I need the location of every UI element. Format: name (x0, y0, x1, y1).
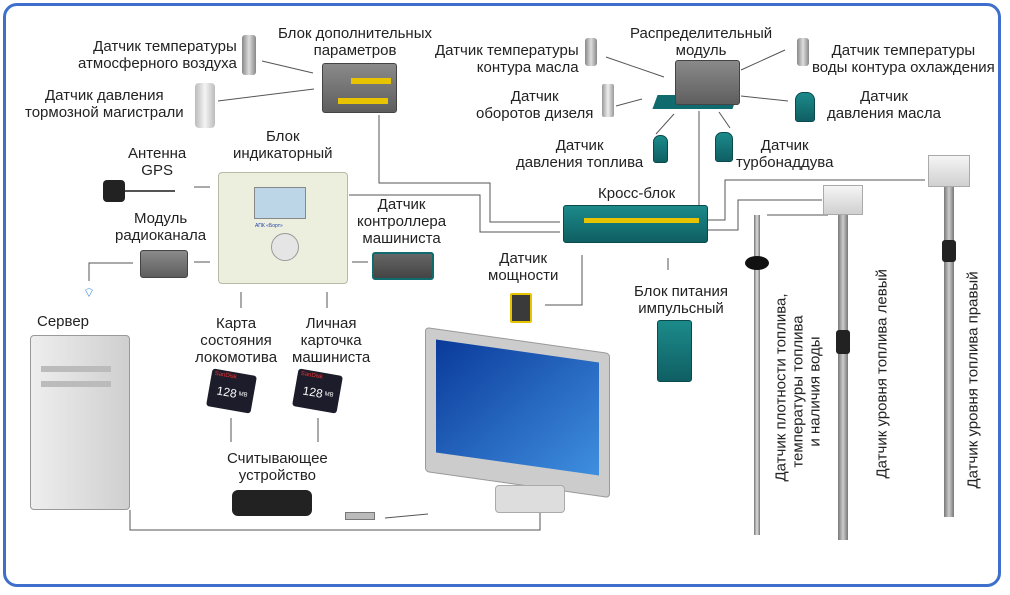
diagram-frame (3, 3, 1001, 587)
air-temp-sensor (242, 35, 256, 75)
wireless-icon: ⌔ (82, 285, 96, 300)
oil-temp-sensor (585, 38, 597, 66)
diesel-rpm-sensor (602, 84, 614, 117)
oil-pressure-sensor (795, 92, 815, 122)
wire (740, 95, 789, 102)
density-sensor-flange (745, 256, 769, 270)
label-level-right: Датчик уровня топлива правый (964, 271, 982, 489)
indicator-brand: АПК «Борт» (255, 223, 283, 229)
usb-plug (345, 512, 375, 520)
level-right-float (942, 240, 956, 262)
indicator-screen (254, 187, 306, 219)
label-density-sensor: Датчик плотности топлива,температуры топ… (772, 293, 824, 482)
indicator-block-device: АПК «Борт» (218, 172, 348, 284)
loco-state-card: SanDisk 128 MB (206, 368, 257, 414)
coolant-temp-sensor (797, 38, 809, 66)
monitor-stand (495, 485, 565, 513)
gps-antenna-device (103, 180, 125, 202)
level-left-float (836, 330, 850, 354)
monitor-device (425, 326, 610, 499)
driver-personal-card: SanDisk 128 MB (292, 368, 343, 414)
fuel-pressure-sensor (653, 135, 668, 163)
turbo-sensor (715, 132, 733, 162)
wire (349, 194, 560, 233)
wire (378, 115, 560, 223)
power-sensor-device (510, 293, 532, 323)
radio-module-device (140, 250, 188, 278)
label-server: Сервер (37, 313, 90, 330)
direction-pad (271, 233, 299, 261)
cross-block-device (563, 205, 708, 243)
wire (615, 98, 643, 107)
level-right-rod (944, 187, 954, 517)
power-supply-device (657, 320, 692, 382)
label-level-left: Датчик уровня топлива левый (873, 269, 891, 479)
sd-capacity: 128 (215, 383, 238, 401)
sd-unit: MB (238, 391, 248, 399)
brake-pressure-sensor (195, 83, 215, 128)
wire (545, 255, 583, 306)
wire (384, 513, 429, 519)
driver-controller-device (372, 252, 434, 280)
sd-brand: SanDisk (214, 370, 238, 381)
label-cross-block: Кросс-блок (598, 185, 676, 202)
sd-capacity: 128 (301, 383, 324, 401)
wire (740, 49, 786, 71)
wire (707, 199, 822, 231)
level-left-head (823, 185, 863, 215)
density-sensor-rod (754, 215, 760, 535)
extra-parameters-block (322, 63, 397, 113)
wire (129, 505, 541, 531)
wire (261, 60, 314, 74)
wire (707, 179, 925, 221)
wire (655, 113, 675, 135)
level-right-head (928, 155, 970, 187)
sd-unit: MB (324, 391, 334, 399)
wire (88, 262, 133, 281)
card-reader-device (232, 490, 312, 516)
distribution-module-device (675, 60, 740, 105)
wire (217, 88, 315, 102)
sd-brand: SanDisk (300, 370, 324, 381)
wire (605, 56, 665, 78)
wire (718, 111, 731, 129)
gps-cable (125, 190, 175, 192)
monitor-screen (436, 339, 599, 476)
server-device (30, 335, 130, 510)
level-left-rod (838, 215, 848, 540)
